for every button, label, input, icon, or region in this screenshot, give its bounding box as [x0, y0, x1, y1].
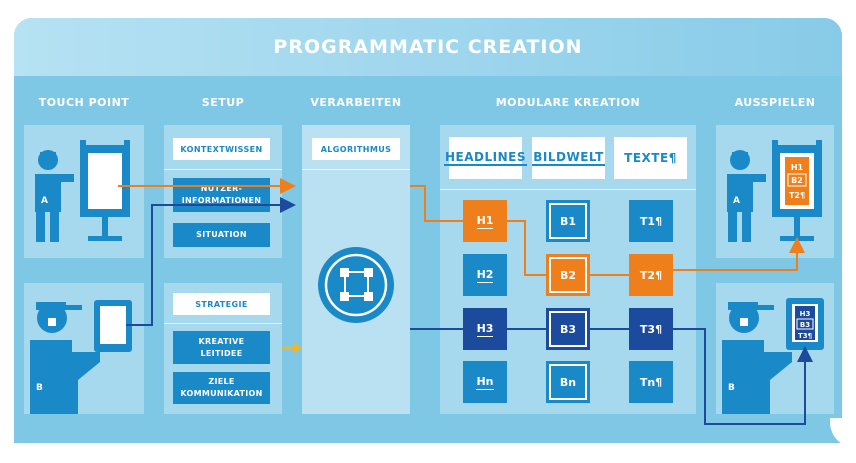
- texte-text: TEXTE¶: [624, 151, 677, 165]
- kontextwissen-label: KONTEXTWISSEN: [173, 138, 270, 160]
- nutzer-line1: NUTZER-: [200, 184, 243, 193]
- kreative-leitidee-box: KREATIVE LEITIDEE: [173, 331, 270, 364]
- kreative-line1: KREATIVE: [198, 336, 245, 346]
- diagram-title: PROGRAMMATIC CREATION: [273, 36, 583, 58]
- tablet-output-icon: H3 B3 T3¶: [786, 298, 824, 350]
- output-a-letter: A: [733, 196, 740, 206]
- algorithm-icon: [318, 247, 394, 323]
- bildwelt-text: BILDWELT: [532, 150, 605, 166]
- output-a-b: B2: [791, 176, 803, 185]
- heading-setup: SETUP: [201, 96, 245, 109]
- orange-connector: [118, 178, 805, 276]
- yellow-arrow-icon: [282, 343, 302, 353]
- bildwelt-label: BILDWELT: [532, 137, 605, 179]
- heading-ausspielen: AUSSPIELEN: [734, 96, 816, 109]
- module-h3: H3: [463, 308, 507, 350]
- module-h1-text: H1: [476, 213, 494, 229]
- heading-touch-point: TOUCH POINT: [38, 96, 130, 109]
- verarbeiten-divider: [302, 169, 410, 170]
- nutzer-informationen-box: NUTZER- INFORMATIONEN: [173, 178, 270, 212]
- headlines-label: HEADLINES: [444, 137, 527, 179]
- output-a-t: T2¶: [789, 191, 805, 200]
- title-band: [14, 18, 842, 76]
- module-h3-text: H3: [476, 321, 494, 337]
- person-a-letter: A: [41, 196, 48, 206]
- module-hn: Hn: [463, 361, 507, 403]
- output-b-letter: B: [728, 383, 735, 393]
- situation-box: SITUATION: [173, 223, 270, 247]
- ziele-kommunikation-box: ZIELE KOMMUNIKATION: [173, 372, 270, 404]
- person-b-icon: B: [30, 302, 100, 414]
- setup-divider-2: [164, 323, 282, 324]
- person-a-output-icon: A: [727, 150, 766, 242]
- texte-label: TEXTE¶: [614, 137, 687, 179]
- nutzer-line2: INFORMATIONEN: [181, 196, 262, 205]
- ziele-line2: KOMMUNIKATION: [180, 389, 263, 398]
- output-b-t: T3¶: [798, 332, 812, 340]
- person-b-output-icon: B: [722, 302, 792, 414]
- module-b2: B2: [546, 254, 590, 296]
- headlines-text: HEADLINES: [444, 150, 527, 166]
- module-h2-text: H2: [476, 267, 494, 283]
- output-b-b: B3: [800, 321, 810, 329]
- module-t3: T3¶: [629, 308, 673, 350]
- billboard-output-icon: H1 B2 T2¶: [772, 140, 822, 241]
- module-t1: T1¶: [629, 200, 673, 242]
- strategie-label: STRATEGIE: [173, 293, 270, 315]
- heading-modulare-kreation: MODULARE KREATION: [495, 96, 641, 109]
- heading-verarbeiten: VERARBEITEN: [310, 96, 402, 109]
- module-h2: H2: [463, 254, 507, 296]
- person-b-letter: B: [36, 383, 43, 393]
- module-hn-text: Hn: [476, 374, 494, 390]
- kreative-line2: LEITIDEE: [200, 348, 243, 358]
- tablet-b-icon: [94, 300, 132, 352]
- navy-connector: [126, 197, 813, 425]
- billboard-a-icon: [80, 140, 130, 241]
- modules-divider: [440, 189, 696, 190]
- algorithmus-label: ALGORITHMUS: [312, 138, 400, 160]
- output-b-h: H3: [800, 310, 811, 318]
- module-h1: H1: [463, 200, 507, 242]
- module-b3: B3: [546, 308, 590, 350]
- setup-divider-1: [164, 169, 282, 170]
- module-bn: Bn: [546, 361, 590, 403]
- person-a-icon: A: [35, 150, 74, 242]
- module-t2: T2¶: [629, 254, 673, 296]
- output-a-h: H1: [791, 163, 804, 172]
- ziele-line1: ZIELE: [208, 377, 235, 386]
- module-tn: Tn¶: [629, 361, 673, 403]
- module-b1: B1: [546, 200, 590, 242]
